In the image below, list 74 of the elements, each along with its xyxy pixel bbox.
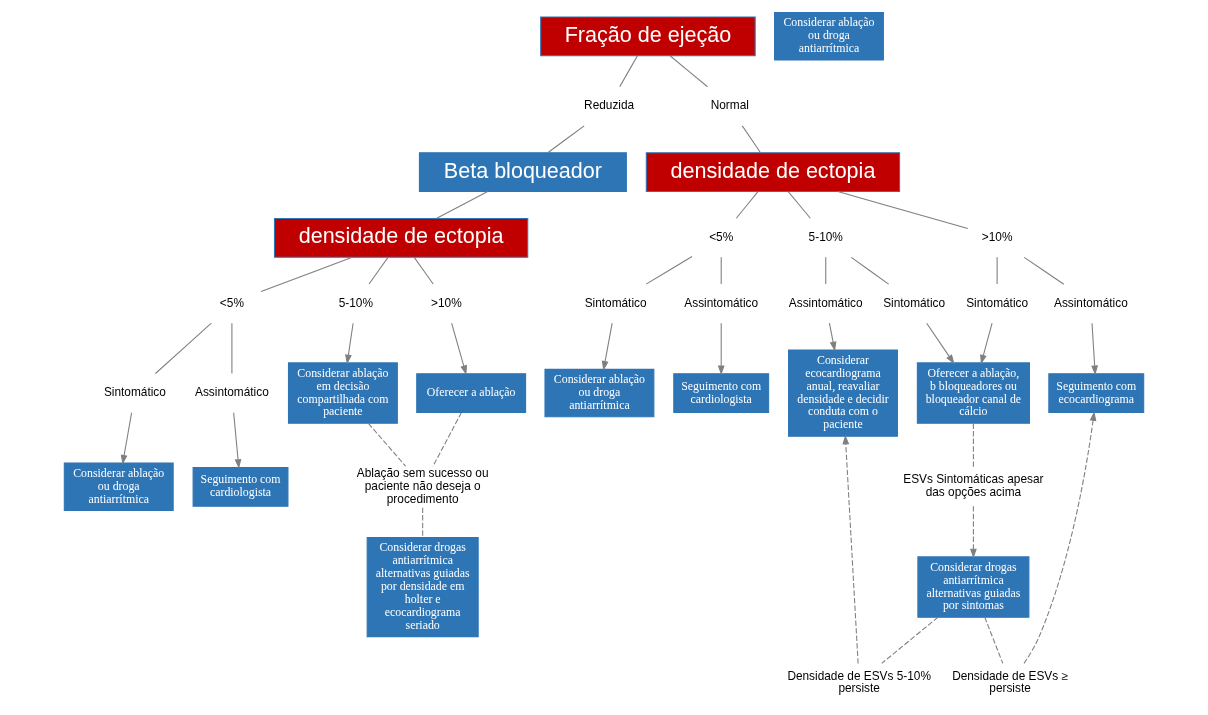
node-text: Densidade de ESVs 5-10% persiste [787,668,931,696]
node-text: Densidade de ESVs ≥ persiste [952,668,1068,696]
connector [984,616,1004,664]
connector [154,322,212,375]
node-text: <5% [219,295,244,310]
node-text: Assintomático [1054,295,1128,310]
arrow [451,322,467,376]
node-box: Seguimento com cardiologista [192,466,289,507]
node-box: Beta bloqueador [418,152,627,193]
connector [231,322,233,375]
arrow [345,322,354,365]
arrow [980,322,993,365]
arrow [970,505,977,559]
node-box: densidade de ectopia [645,152,901,193]
node-text: Sintomático [883,295,946,310]
arrow [717,322,725,376]
connector [260,256,353,293]
node-text: ESVs Sintomáticas apesar das opções acima [903,472,1044,500]
arrow [842,434,859,665]
connector [368,256,389,285]
node-text: Reduzida [584,98,635,113]
connector [422,507,424,538]
arrow [601,322,613,371]
connector [669,55,708,88]
connector [850,256,890,285]
node-box: Considerar ecocardiograma anual, reavaliar densidade e decidir conduta com o paciente [788,349,898,437]
node-box: Considerar ablação ou droga antiarrítmica [544,368,655,418]
node-text: >10% [431,295,462,310]
connector [996,256,998,285]
node-box: Fração de ejeção [540,16,756,57]
connector [645,255,693,285]
node-text: Normal [710,98,749,113]
node-text: <5% [709,229,734,244]
node-box: Considerar ablação ou droga antiarrítmica [774,12,884,61]
connector [837,191,969,229]
node-text: Assintomático [195,385,269,400]
node-box: densidade de ectopia [273,217,529,258]
connector [741,125,761,153]
connector [413,256,434,285]
node-box: Oferecer a ablação, b bloqueadores ou bloqueador canal de cálcio [916,362,1030,424]
connector [1023,256,1065,285]
node-text: 5-10% [338,295,373,310]
connector [619,55,638,88]
node-text: Assintomático [684,295,759,310]
arrow [926,322,955,365]
node-text: 5-10% [808,229,843,244]
node-box: Considerar drogas antiarrítmica alternativas guiadas por densidade em holter e ecocardiograma seriado [366,536,479,638]
connector [547,125,585,154]
arrow [120,412,133,465]
node-text: Ablação sem sucesso ou paciente não deseja o procedimento [356,465,489,506]
node-text: Sintomático [584,295,647,310]
node-text: Assintomático [788,295,863,310]
connector [432,412,462,467]
node-box: Oferecer a ablação [416,373,527,413]
node-box: Seguimento com ecocardiograma [1048,373,1145,413]
node-text: >10% [981,229,1013,244]
connector [881,616,939,664]
arrow [233,412,242,469]
connector [720,256,722,285]
arrow [828,322,837,352]
connector [787,191,811,219]
node-box: Considerar ablação ou droga antiarrítmica [63,462,174,512]
node-box: Seguimento com cardiologista [673,373,770,413]
node-text: Sintomático [103,385,166,400]
connector [972,423,974,468]
arrow [1023,411,1097,664]
node-box: Considerar ablação em decisão compartilhada com paciente [287,362,398,424]
node-box: Considerar drogas antiarrítmica alternativas guiadas por sintomas [917,556,1030,618]
connector [735,191,759,219]
node-text: Sintomático [966,295,1029,310]
connector [825,256,827,285]
connector [368,423,407,467]
arrow [1091,322,1099,376]
connector [435,191,489,219]
